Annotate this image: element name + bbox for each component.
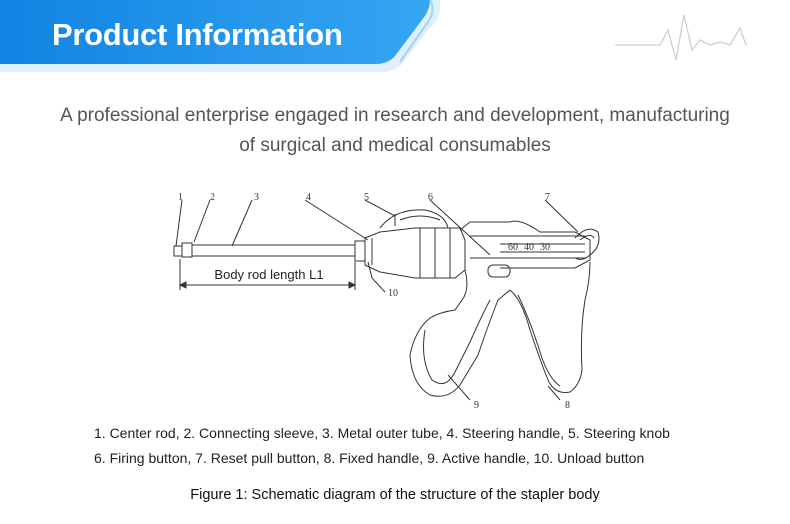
- stapler-diagram: Body rod length L1 60 40 30 1 2 3 4 5 6 …: [173, 192, 600, 411]
- callout-8: 8: [565, 400, 570, 411]
- legend-line-1: 1. Center rod, 2. Connecting sleeve, 3. …: [94, 425, 670, 441]
- callout-1: 1: [178, 192, 183, 203]
- callout-7: 7: [545, 192, 550, 203]
- header-banner: [0, 0, 747, 72]
- dimension-label: Body rod length L1: [214, 267, 323, 282]
- callout-9: 9: [474, 400, 479, 411]
- subtitle-line-1: A professional enterprise engaged in res…: [60, 105, 730, 126]
- callout-5: 5: [364, 192, 369, 203]
- figure-caption: Figure 1: Schematic diagram of the struc…: [190, 487, 600, 503]
- center-rod: [173, 245, 183, 257]
- heartbeat-icon: [615, 14, 747, 61]
- subtitle-line-2: of surgical and medical consumables: [239, 135, 551, 156]
- callout-3: 3: [254, 192, 259, 203]
- connecting-sleeve: [181, 242, 193, 258]
- scale-mark: 30: [540, 242, 550, 253]
- callout-2: 2: [210, 192, 215, 203]
- page-title: Product Information: [52, 17, 343, 52]
- callout-10: 10: [388, 288, 398, 299]
- legend-line-2: 6. Firing button, 7. Reset pull button, …: [94, 450, 645, 466]
- callout-4: 4: [306, 192, 311, 203]
- callout-6: 6: [428, 192, 433, 203]
- scale-mark: 40: [524, 242, 534, 253]
- scale-mark: 60: [508, 242, 518, 253]
